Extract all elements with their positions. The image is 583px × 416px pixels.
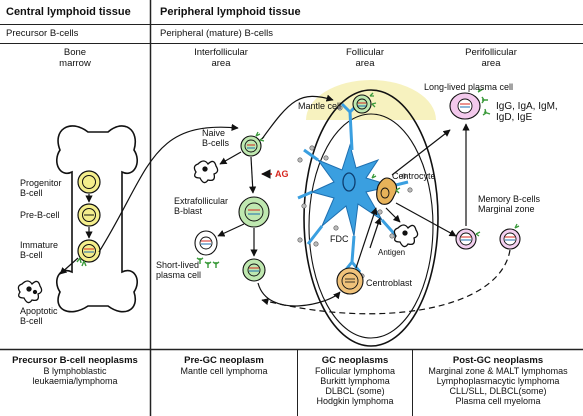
column-interfollicular: Interfollicular area xyxy=(176,47,266,69)
memory-b-cell-1 xyxy=(455,228,481,250)
extrafollicular-blast xyxy=(238,196,270,228)
label-memory-line2: Marginal zone xyxy=(478,204,535,214)
label-immature-line2: B-cell xyxy=(20,250,43,260)
column-perifollicular-line1: Perifollicular xyxy=(465,47,517,58)
label-progenitor-line2: B-cell xyxy=(20,188,43,198)
neoplasm-gc-item: DLBCL (some) xyxy=(325,386,385,396)
column-follicular-line2: area xyxy=(355,57,375,69)
column-bone-marrow: Bone marrow xyxy=(40,47,110,69)
label-short-lived-line1: Short-lived xyxy=(156,260,200,270)
naive-b-cell xyxy=(240,131,265,157)
label-extrafollicular: Extrafollicular B-blast xyxy=(174,196,228,216)
label-antigen: Antigen xyxy=(378,248,406,257)
label-ag: AG xyxy=(275,169,289,179)
neoplasm-post-gc-item: Marginal zone & MALT lymphomas xyxy=(428,366,568,376)
neoplasm-post-gc-title: Post-GC neoplasms xyxy=(452,355,544,366)
neoplasm-post-gc-item: Lymphoplasmacytic lymphoma xyxy=(436,376,560,386)
neoplasm-post-gc-item: Plasma cell myeloma xyxy=(455,396,541,406)
label-apoptotic: Apoptotic B-cell xyxy=(20,306,58,326)
long-lived-plasma-cell xyxy=(449,88,491,120)
neoplasm-gc-item: Follicular lymphoma xyxy=(314,366,396,376)
label-apoptotic-line2: B-cell xyxy=(20,316,43,326)
immature-b-cell xyxy=(76,239,101,267)
label-memory-line1: Memory B-cells xyxy=(478,194,541,204)
label-progenitor: Progenitor B-cell xyxy=(20,178,62,198)
neoplasm-post-gc-item: CLL/SLL, DLBCL(some) xyxy=(449,386,547,396)
neoplasm-gc-item: Burkitt lymphoma xyxy=(320,376,390,386)
label-fdc: FDC xyxy=(330,234,349,244)
neoplasm-gc-item: Hodgkin lymphoma xyxy=(316,396,394,406)
column-perifollicular-line2: area xyxy=(481,57,501,69)
label-short-lived-line2: plasma cell xyxy=(156,270,202,280)
label-centroblast: Centroblast xyxy=(366,278,413,288)
apoptotic-cell-bm xyxy=(17,280,43,304)
label-naive: Naive B-cells xyxy=(202,128,229,148)
centrocyte-cell xyxy=(371,173,401,205)
apoptotic-cell-gc xyxy=(393,224,419,248)
label-ig-line2: IgD, IgE xyxy=(496,112,533,123)
neoplasm-gc-title: GC neoplasms xyxy=(321,355,389,366)
neoplasm-post-gc: Post-GC neoplasms Marginal zone & MALT l… xyxy=(413,355,583,406)
label-long-lived: Long-lived plasma cell xyxy=(424,82,514,92)
progenitor-cell xyxy=(77,170,101,194)
column-interfollicular-line2: area xyxy=(211,57,231,69)
label-ig: IgG, IgA, IgM, IgD, IgE xyxy=(496,101,558,123)
interfollicular-arrows xyxy=(217,94,341,307)
column-follicular: Follicular area xyxy=(330,47,400,69)
short-lived-plasma xyxy=(194,230,220,268)
label-ig-line1: IgG, IgA, IgM, xyxy=(496,101,558,112)
column-bone-marrow-line2: marrow xyxy=(59,57,91,69)
centroblast-cell xyxy=(336,267,364,295)
header-precursor: Precursor B-cells xyxy=(6,28,79,39)
neoplasm-precursor-title: Precursor B-cell neoplasms xyxy=(12,355,138,366)
pre-b-cell xyxy=(77,203,101,227)
column-follicular-line1: Follicular xyxy=(345,47,384,58)
label-memory: Memory B-cells Marginal zone xyxy=(478,194,540,214)
neoplasm-pre-gc: Pre-GC neoplasm Mantle cell lymphoma xyxy=(151,355,297,376)
column-interfollicular-line1: Interfollicular xyxy=(194,47,248,58)
column-perifollicular: Perifollicular area xyxy=(446,47,536,69)
memory-b-cell-2 xyxy=(499,223,521,250)
apoptotic-cell-naive xyxy=(193,160,219,184)
gc-precursor-cell xyxy=(242,258,266,282)
arc-to-naive xyxy=(98,123,239,253)
mantle-cell xyxy=(352,92,377,114)
label-naive-line1: Naive xyxy=(202,128,226,138)
label-pre-b: Pre-B-cell xyxy=(20,210,60,220)
neoplasm-gc: GC neoplasms Follicular lymphoma Burkitt… xyxy=(298,355,412,406)
label-immature: Immature B-cell xyxy=(20,240,58,260)
header-peripheral: Peripheral lymphoid tissue xyxy=(160,6,301,18)
bm-arrows xyxy=(59,194,93,275)
header-central: Central lymphoid tissue xyxy=(6,6,131,18)
label-mantle-cell: Mantle cell xyxy=(298,101,342,111)
follicle-arrows xyxy=(355,129,457,269)
label-naive-line2: B-cells xyxy=(202,138,230,148)
header-mature: Peripheral (mature) B-cells xyxy=(160,28,273,39)
label-short-lived: Short-lived plasma cell xyxy=(156,260,201,280)
neoplasm-precursor: Precursor B-cell neoplasms B lymphoblast… xyxy=(0,355,150,386)
label-progenitor-line1: Progenitor xyxy=(20,178,62,188)
label-apoptotic-line1: Apoptotic xyxy=(20,306,58,316)
perifollicular-arrows xyxy=(261,123,511,315)
neoplasm-precursor-item: leukaemia/lymphoma xyxy=(32,376,118,386)
label-extrafollicular-line1: Extrafollicular xyxy=(174,196,229,206)
neoplasm-pre-gc-item: Mantle cell lymphoma xyxy=(180,366,268,376)
label-immature-line1: Immature xyxy=(20,240,59,250)
neoplasm-pre-gc-title: Pre-GC neoplasm xyxy=(184,355,264,366)
label-extrafollicular-line2: B-blast xyxy=(174,206,203,216)
column-bone-marrow-line1: Bone xyxy=(63,47,87,58)
label-centrocyte: Centrocyte xyxy=(392,171,436,181)
neoplasm-precursor-item: B lymphoblastic xyxy=(43,366,107,376)
